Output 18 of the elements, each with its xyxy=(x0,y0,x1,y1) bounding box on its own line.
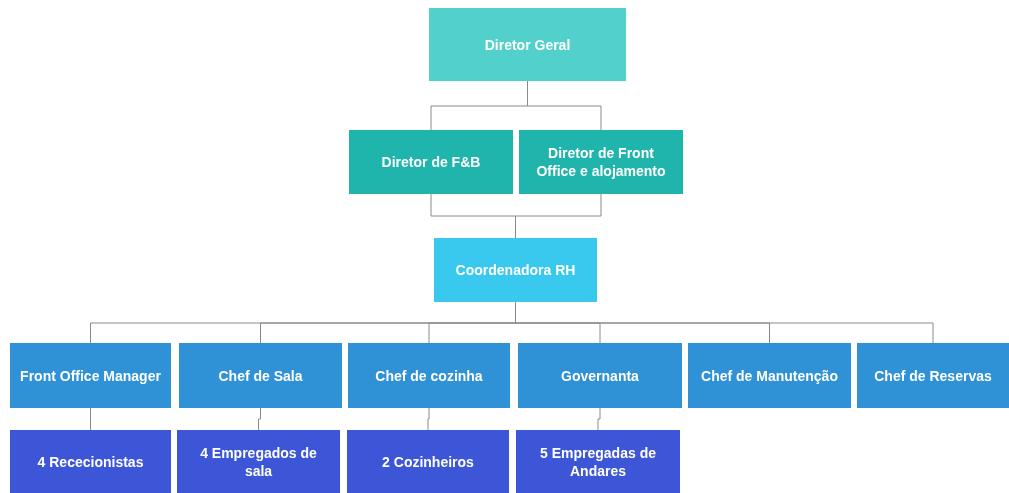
org-box: Chef de Sala xyxy=(179,343,342,408)
org-box: Governanta xyxy=(518,343,682,408)
org-box: Coordenadora RH xyxy=(434,238,597,302)
org-box: Chef de Reservas xyxy=(857,343,1009,408)
org-box: 5 Empregadas de Andares xyxy=(516,430,680,493)
org-box: Diretor de F&B xyxy=(349,130,513,194)
org-box: Diretor Geral xyxy=(429,8,626,81)
org-box: Diretor de Front Office e alojamento xyxy=(519,130,683,194)
connector-line xyxy=(597,407,601,431)
connector-line xyxy=(90,407,91,431)
connector-line xyxy=(258,407,261,431)
org-box: Front Office Manager xyxy=(10,343,171,408)
org-box: Chef de cozinha xyxy=(348,343,510,408)
connector-line xyxy=(427,407,430,431)
org-box: 2 Cozinheiros xyxy=(347,430,509,493)
org-box: Chef de Manutenção xyxy=(688,343,851,408)
org-box: 4 Rececionistas xyxy=(10,430,171,493)
org-box: 4 Empregados de sala xyxy=(177,430,340,493)
